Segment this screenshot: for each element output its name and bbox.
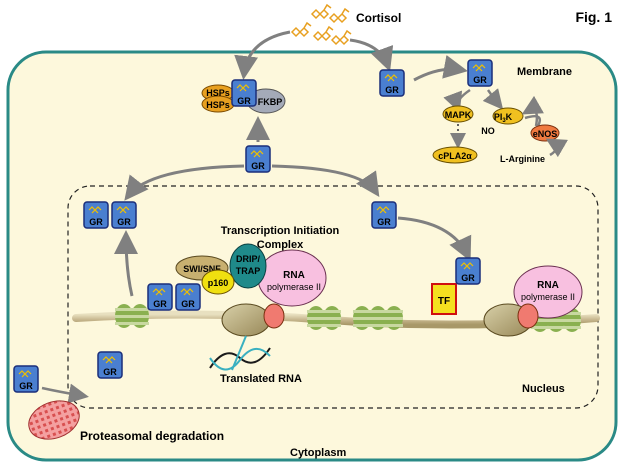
svg-text:GR: GR xyxy=(377,217,391,227)
arrow-membrane-gr xyxy=(413,54,468,82)
membrane-gr-1: GR xyxy=(379,69,405,97)
transcription-title-line2: Complex xyxy=(257,239,304,251)
drip-label-line1: DRIP/ xyxy=(236,254,261,264)
svg-text:GR: GR xyxy=(19,381,33,391)
hsp-label-2: HSPs xyxy=(206,100,230,110)
cortisol-molecule-icon xyxy=(291,4,352,45)
figure-label: Fig. 1 xyxy=(575,9,612,25)
svg-text:GR: GR xyxy=(89,217,103,227)
no-label: NO xyxy=(481,126,495,136)
p160-label: p160 xyxy=(208,278,229,288)
rna-pol2-label-line2: polymerase II xyxy=(521,292,575,302)
transcription-initiation-complex: RNA polymerase II SWI/SNF DRIP/ TRAP p16… xyxy=(147,243,327,337)
l-arginine-label: L-Arginine xyxy=(500,154,545,164)
pi3k-label: PI3K xyxy=(494,112,513,124)
nuclear-gr-right: GR xyxy=(371,201,397,229)
rna-pol2-label-line1: RNA xyxy=(537,280,559,291)
nucleus-envelope xyxy=(67,185,599,409)
swi-snf-label: SWI/SNF xyxy=(183,264,221,274)
translated-rna-helix xyxy=(209,335,271,371)
hsp-label-1: HSPs xyxy=(206,88,230,98)
membrane-label: Membrane xyxy=(517,66,572,78)
proteasomal-degradation-label: Proteasomal degradation xyxy=(80,429,224,443)
tf-transcription-complex: RNA polymerase II TF GR xyxy=(431,257,583,337)
arrow-dimer-return xyxy=(114,230,139,297)
chaperone-gr-label: GR xyxy=(237,96,251,106)
nuclear-gr-dimer: GR GR xyxy=(83,201,137,229)
chaperone-complex: HSPs HSPs GR FKBP xyxy=(201,79,286,114)
arrow-to-nuclear-gr xyxy=(271,164,380,197)
svg-text:GR: GR xyxy=(181,299,195,309)
fkbp-label: FKBP xyxy=(258,97,283,107)
svg-text:GR: GR xyxy=(461,273,475,283)
svg-text:GR: GR xyxy=(117,217,131,227)
arrow-to-chaperone xyxy=(234,30,291,80)
gr-degradation-target: GR xyxy=(13,365,39,393)
svg-text:GR: GR xyxy=(385,85,399,95)
svg-text:GR: GR xyxy=(103,367,117,377)
proteasome-icon xyxy=(28,400,80,440)
membrane-gr-2: GR xyxy=(467,59,493,87)
rna-pol-label-line1: RNA xyxy=(283,270,305,281)
enos-label: eNOS xyxy=(533,129,558,139)
svg-text:GR: GR xyxy=(153,299,167,309)
rna-pol-label-line2: polymerase II xyxy=(267,282,321,292)
translated-rna-label: Translated RNA xyxy=(220,373,302,385)
arrow-to-membrane-gr xyxy=(349,38,394,72)
svg-text:GR: GR xyxy=(251,161,265,171)
cytoplasm-label: Cytoplasm xyxy=(290,447,346,459)
arrow-to-nuclear-gr-dimer xyxy=(124,164,245,201)
cpla2-label: cPLA2α xyxy=(438,151,472,161)
nucleus-label: Nucleus xyxy=(522,383,565,395)
drip-label-line2: TRAP xyxy=(236,266,261,276)
transcription-title-line1: Transcription Initiation xyxy=(221,225,340,237)
svg-text:GR: GR xyxy=(473,75,487,85)
nongenomic-pathway: MAPK PI3K cPLA2α eNOS NO L-Arginine xyxy=(432,88,568,164)
cortisol-label: Cortisol xyxy=(356,11,401,25)
arrow-to-degradation xyxy=(41,383,89,404)
gr-nuclear-export: GR xyxy=(97,351,123,379)
tf-label: TF xyxy=(438,296,450,307)
arrow-to-tf-gr xyxy=(397,216,472,262)
cytoplasmic-gr: GR xyxy=(245,145,271,173)
mapk-label: MAPK xyxy=(445,110,472,120)
